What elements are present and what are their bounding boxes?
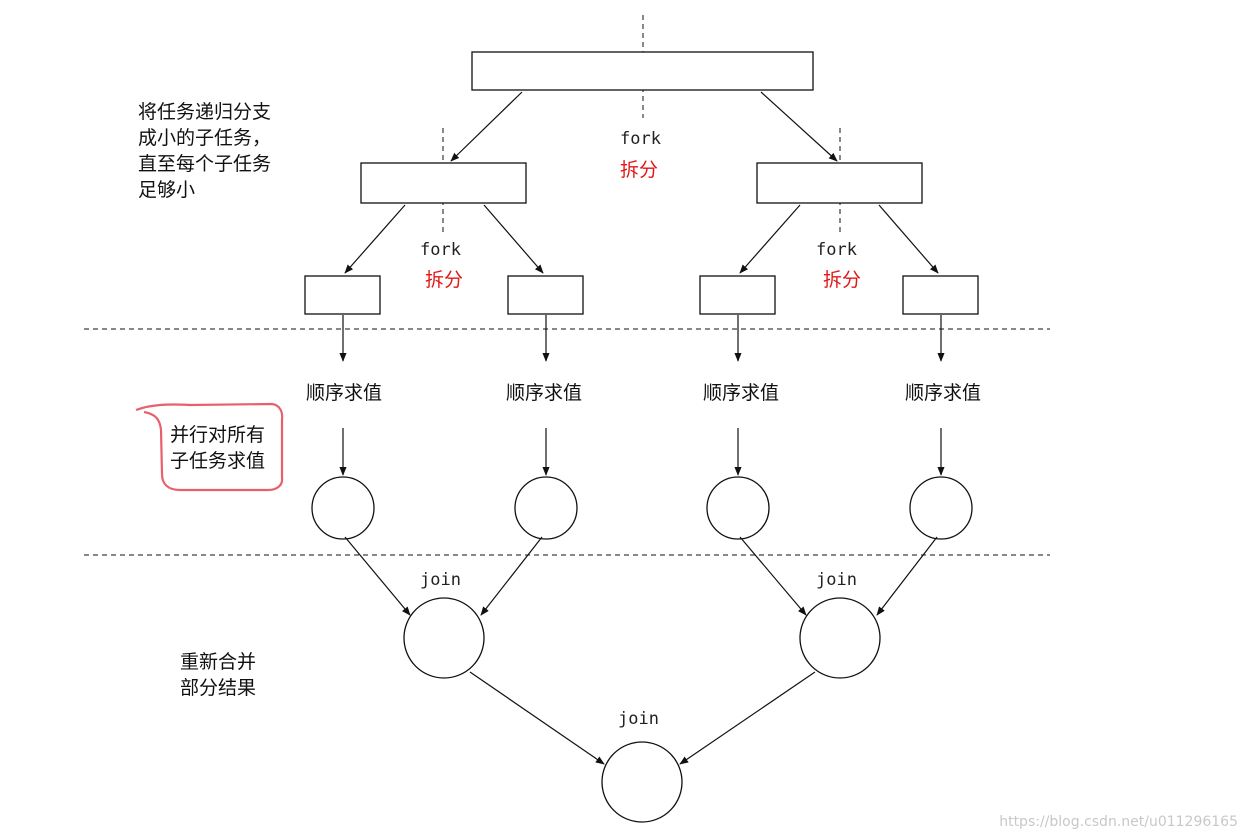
fork-label-root: fork <box>620 129 661 149</box>
parallel-highlight-outline <box>135 402 284 492</box>
annotation-split-line-3: 直至每个子任务 <box>138 153 271 175</box>
annotation-merge: 重新合并 部分结果 <box>180 651 256 699</box>
annotation-split-line-2: 成小的子任务， <box>138 127 271 149</box>
fork-label-left: fork <box>420 240 461 260</box>
fork-cn-label-right: 拆分 <box>823 269 861 291</box>
edge-right-leaf-3 <box>739 204 801 274</box>
edge-left-leaf-2 <box>483 204 544 274</box>
partial-merge-node-left <box>403 597 485 679</box>
join-label-final: join <box>618 709 659 729</box>
annotation-parallel: 并行对所有 子任务求值 <box>170 424 265 472</box>
annotation-merge-line-2: 部分结果 <box>180 677 256 699</box>
fork-cn-label-root: 拆分 <box>620 159 658 181</box>
sequential-eval-label-1: 顺序求值 <box>306 382 382 404</box>
annotation-split-line-4: 足够小 <box>138 179 195 201</box>
sequential-eval-label-2: 顺序求值 <box>506 382 582 404</box>
subtask-box-right <box>756 162 923 204</box>
edge-result-3-join-right <box>739 536 807 616</box>
leaf-task-box-4 <box>902 275 979 315</box>
edge-result-2-join-left <box>480 536 543 616</box>
annotation-split: 将任务递归分支 成小的子任务， 直至每个子任务 足够小 <box>138 101 271 201</box>
annotation-parallel-line-2: 子任务求值 <box>170 450 265 472</box>
edge-join-right-final <box>679 671 816 765</box>
final-result-node <box>601 741 683 823</box>
watermark-text: https://blog.csdn.net/u011296165 <box>999 814 1238 830</box>
sequential-eval-label-4: 顺序求值 <box>905 382 981 404</box>
edge-root-left <box>450 91 523 162</box>
join-label-left: join <box>420 570 461 590</box>
edge-join-left-final <box>469 671 605 765</box>
annotation-merge-line-1: 重新合并 <box>180 651 256 673</box>
edge-root-right <box>760 91 838 162</box>
leaf-task-box-2 <box>507 275 584 315</box>
edge-left-leaf-1 <box>344 204 406 274</box>
leaf-result-node-4 <box>909 476 973 540</box>
edge-result-4-join-right <box>876 536 938 616</box>
root-task-box <box>471 51 814 91</box>
leaf-task-box-3 <box>699 275 776 315</box>
join-label-right: join <box>816 570 857 590</box>
annotation-parallel-line-1: 并行对所有 <box>170 424 265 446</box>
leaf-result-node-2 <box>514 476 578 540</box>
sequential-eval-label-3: 顺序求值 <box>703 382 779 404</box>
leaf-task-box-1 <box>304 275 381 315</box>
leaf-result-node-1 <box>311 476 375 540</box>
leaf-result-node-3 <box>706 476 770 540</box>
annotation-split-line-1: 将任务递归分支 <box>138 101 271 123</box>
fork-label-right: fork <box>816 240 857 260</box>
subtask-box-left <box>360 162 527 204</box>
partial-merge-node-right <box>799 597 881 679</box>
edge-result-1-join-left <box>344 536 411 616</box>
edge-right-leaf-4 <box>878 204 939 274</box>
fork-cn-label-left: 拆分 <box>425 269 463 291</box>
